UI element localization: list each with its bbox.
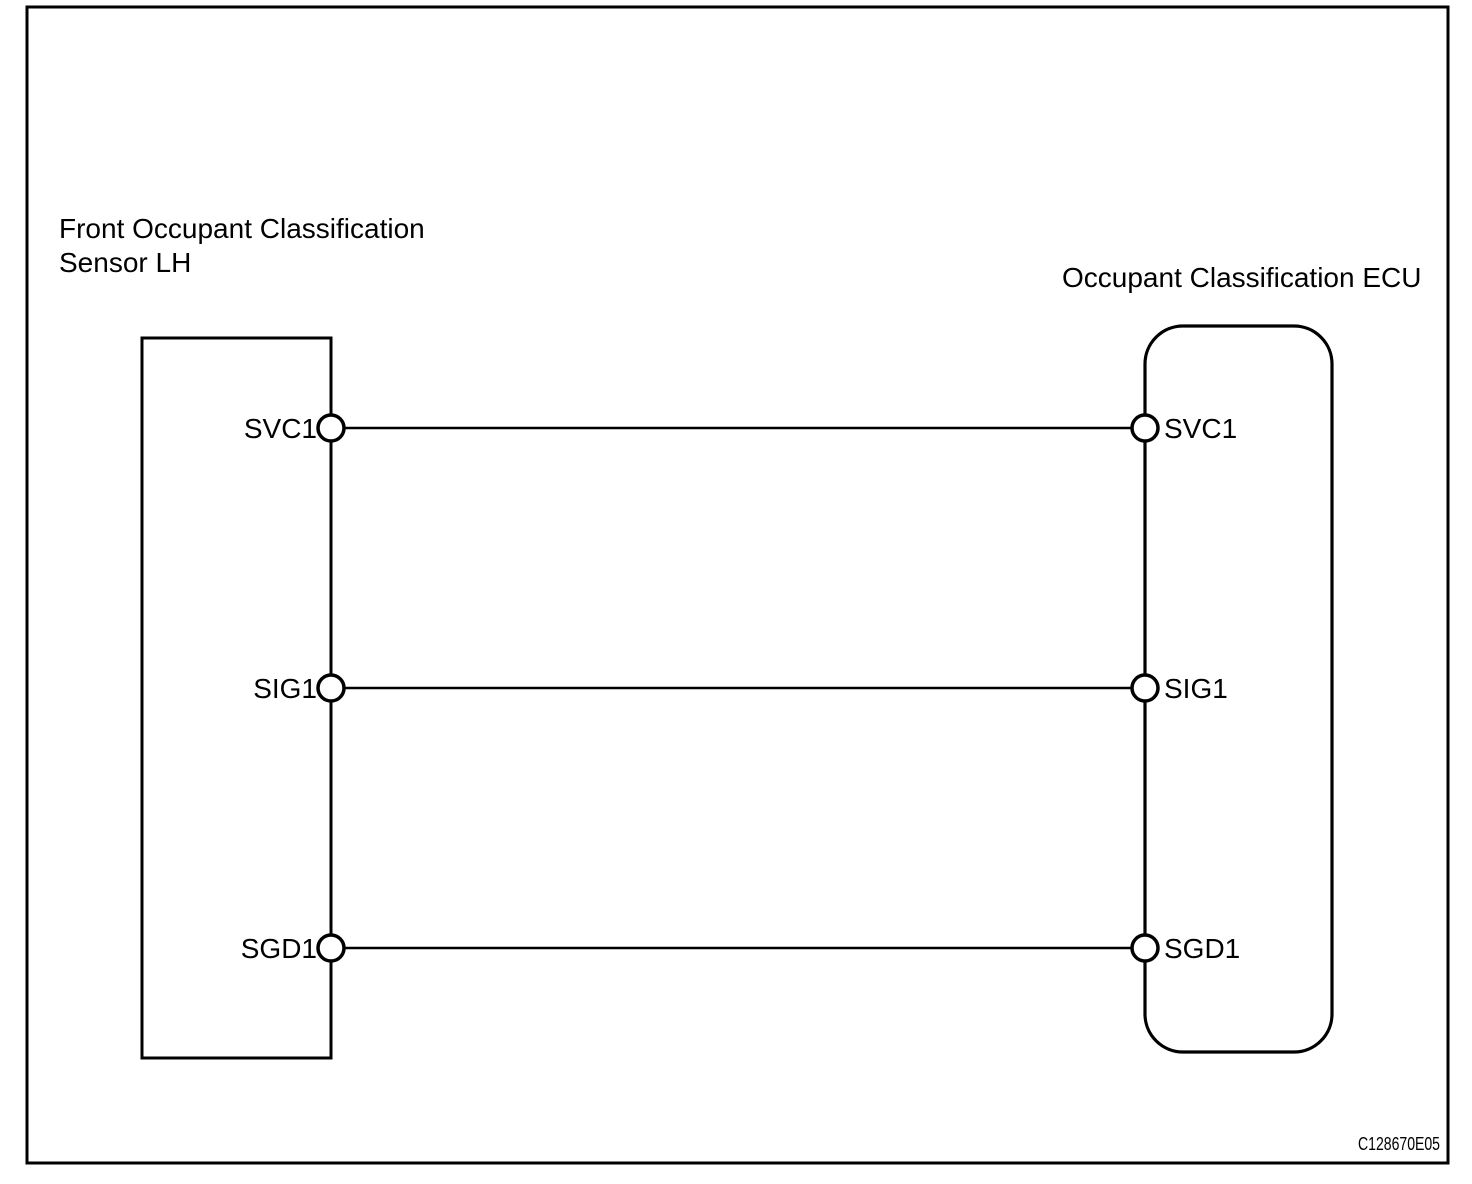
sensor-pin-label-sig1: SIG1 bbox=[253, 673, 317, 704]
ecu-pin-sgd1 bbox=[1130, 933, 1160, 963]
sensor-pin-label-sgd1: SGD1 bbox=[241, 933, 317, 964]
ecu-pin-label-sgd1: SGD1 bbox=[1164, 933, 1240, 964]
figure-code: C128670E05 bbox=[1358, 1134, 1440, 1154]
sensor-pin-svc1 bbox=[316, 413, 346, 443]
ecu-label: Occupant Classification ECU bbox=[1062, 262, 1421, 293]
sensor-label-line1: Front Occupant Classification bbox=[59, 213, 425, 244]
ecu-pin-svc1 bbox=[1130, 413, 1160, 443]
sensor-pin-label-svc1: SVC1 bbox=[244, 413, 317, 444]
sensor-pin-sgd1 bbox=[316, 933, 346, 963]
ecu-pin-sig1 bbox=[1130, 673, 1160, 703]
sensor-pin-sig1 bbox=[316, 673, 346, 703]
ecu-pin-label-svc1: SVC1 bbox=[1164, 413, 1237, 444]
sensor-label-line2: Sensor LH bbox=[59, 247, 191, 278]
figure-border bbox=[25, 5, 1450, 1165]
ecu-pin-label-sig1: SIG1 bbox=[1164, 673, 1228, 704]
